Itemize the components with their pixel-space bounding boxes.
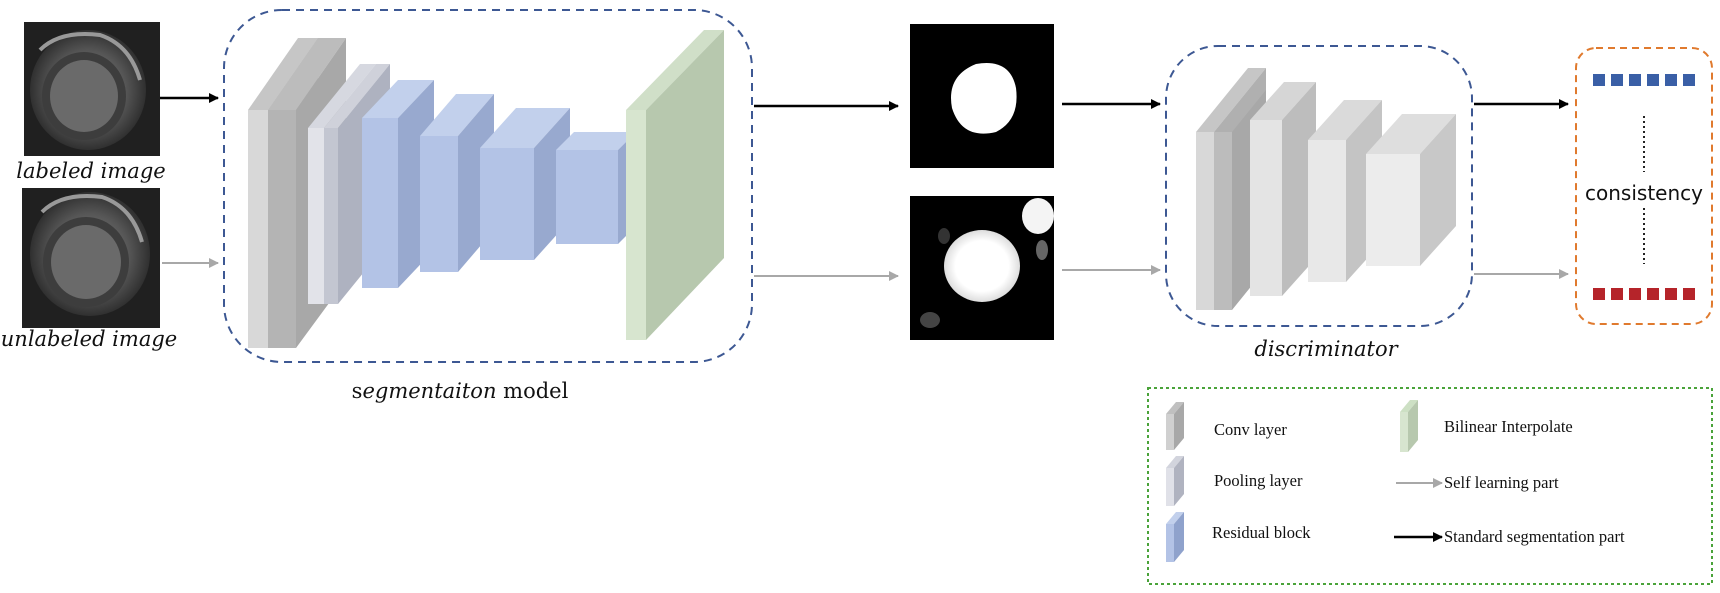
- seg-residual-block-4: [556, 132, 636, 244]
- labeled-mask-output: [910, 24, 1054, 168]
- blue-square: [1593, 74, 1605, 86]
- red-square: [1647, 288, 1659, 300]
- segmentation-model-caption: segmentaiton model: [352, 379, 569, 403]
- red-square: [1611, 288, 1623, 300]
- discriminator-caption: discriminator: [1254, 337, 1399, 361]
- segmentation-model-box: [223, 9, 753, 363]
- red-square: [1629, 288, 1641, 300]
- consistency-label: consistency: [1585, 181, 1703, 205]
- consistency-box: [1575, 47, 1713, 325]
- legend-residual-icon: [1166, 512, 1184, 562]
- labeled-image-caption: labeled image: [16, 159, 165, 183]
- discriminator-box: [1165, 45, 1473, 327]
- disc-block-3: [1366, 114, 1456, 266]
- blue-square: [1629, 74, 1641, 86]
- seg-bilinear-interpolate: [626, 30, 724, 340]
- red-square: [1683, 288, 1695, 300]
- legend-residual-label: Residual block: [1212, 523, 1311, 542]
- red-square: [1593, 288, 1605, 300]
- red-output-vector: [1593, 288, 1695, 300]
- legend-bilinear-label: Bilinear Interpolate: [1444, 417, 1573, 436]
- legend-box: [1147, 387, 1713, 585]
- legend-pooling-icon: [1166, 456, 1184, 506]
- legend-self-learning-label: Self learning part: [1444, 473, 1559, 492]
- blue-output-vector: [1593, 74, 1695, 86]
- blue-square: [1611, 74, 1623, 86]
- legend-conv-icon: [1166, 402, 1184, 450]
- legend-pooling-label: Pooling layer: [1214, 471, 1303, 490]
- legend-bilinear-icon: [1400, 400, 1418, 452]
- legend-standard-label: Standard segmentation part: [1444, 527, 1625, 546]
- disc-block-2: [1308, 100, 1382, 282]
- blue-square: [1683, 74, 1695, 86]
- unlabeled-image: [22, 188, 160, 328]
- blue-square: [1665, 74, 1677, 86]
- disc-pooling-layer: [1250, 82, 1316, 296]
- red-square: [1665, 288, 1677, 300]
- blue-square: [1647, 74, 1659, 86]
- labeled-image: [24, 22, 160, 156]
- legend-conv-label: Conv layer: [1214, 420, 1287, 439]
- unlabeled-mask-output: [910, 196, 1054, 340]
- unlabeled-image-caption: unlabeled image: [1, 327, 177, 351]
